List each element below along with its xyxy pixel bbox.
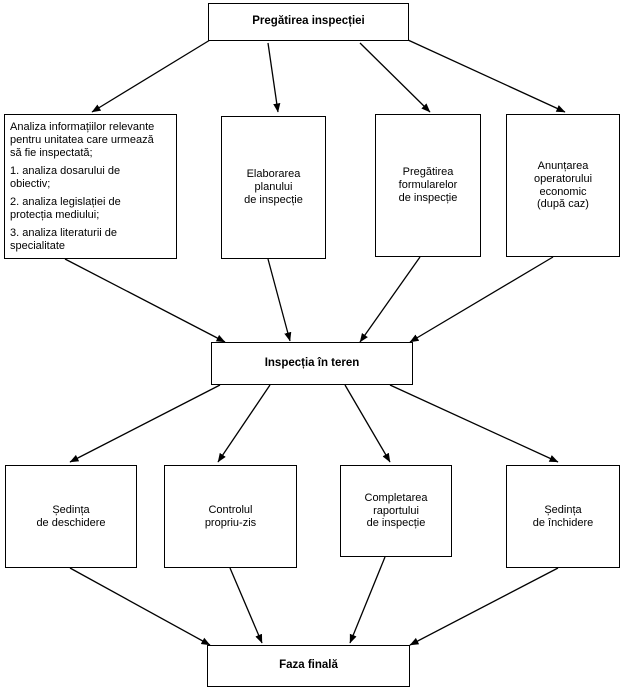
forms-box: Pregătirea formularelor de inspecție xyxy=(375,114,481,257)
arrow-field-to-closing xyxy=(389,384,559,463)
arrow-closing-to-final xyxy=(409,567,559,646)
report-label: Completarea raportului de inspecție xyxy=(364,491,428,530)
plan-label: Elaborarea planului de inspecție xyxy=(244,168,303,206)
closing-meeting-box: Ședința de închidere xyxy=(506,465,620,568)
arrow-top-to-notice xyxy=(407,39,566,113)
analysis-item-1: 1. analiza dosarului de obiectiv; xyxy=(10,164,121,190)
plan-box: Elaborarea planului de inspecție xyxy=(221,116,326,259)
arrow-notice-to-field xyxy=(409,256,554,343)
arrow-report-to-final xyxy=(349,556,386,644)
arrow-control-to-final xyxy=(229,567,263,644)
opening-meeting-label: Ședința de deschidere xyxy=(36,503,106,529)
arrow-forms-to-field xyxy=(359,256,421,343)
notice-label: Anunțarea operatorului economic (după ca… xyxy=(533,159,593,211)
opening-meeting-box: Ședința de deschidere xyxy=(5,465,137,568)
field-inspection-box: Inspecția în teren xyxy=(211,342,413,385)
analysis-item-2: 2. analiza legislației de protecția medi… xyxy=(10,195,121,221)
arrow-analysis-to-field xyxy=(64,258,226,343)
preparation-label: Pregătirea inspecției xyxy=(252,15,365,28)
final-phase-label: Faza finală xyxy=(279,659,338,672)
arrow-opening-to-final xyxy=(69,567,211,646)
arrow-field-to-report xyxy=(344,384,391,463)
final-phase-box: Faza finală xyxy=(207,645,410,687)
preparation-box: Pregătirea inspecției xyxy=(208,3,409,41)
report-box: Completarea raportului de inspecție xyxy=(340,465,452,557)
arrow-top-to-plan xyxy=(267,42,281,113)
arrow-field-to-opening xyxy=(69,384,221,463)
arrow-top-to-forms xyxy=(359,42,431,113)
analysis-intro: Analiza informațiilor relevante pentru u… xyxy=(10,121,155,159)
forms-label: Pregătirea formularelor de inspecție xyxy=(398,166,458,204)
analysis-box: Analiza informațiilor relevante pentru u… xyxy=(4,114,177,259)
arrow-top-to-analysis xyxy=(91,39,211,113)
notice-box: Anunțarea operatorului economic (după ca… xyxy=(506,114,620,257)
closing-meeting-label: Ședința de închidere xyxy=(532,503,594,529)
arrow-field-to-control xyxy=(217,384,271,463)
control-box: Controlul propriu-zis xyxy=(164,465,297,568)
analysis-item-3: 3. analiza literaturii de specialitate xyxy=(10,226,118,252)
arrow-plan-to-field xyxy=(267,258,292,342)
control-label: Controlul propriu-zis xyxy=(204,503,257,529)
field-inspection-label: Inspecția în teren xyxy=(264,356,360,369)
